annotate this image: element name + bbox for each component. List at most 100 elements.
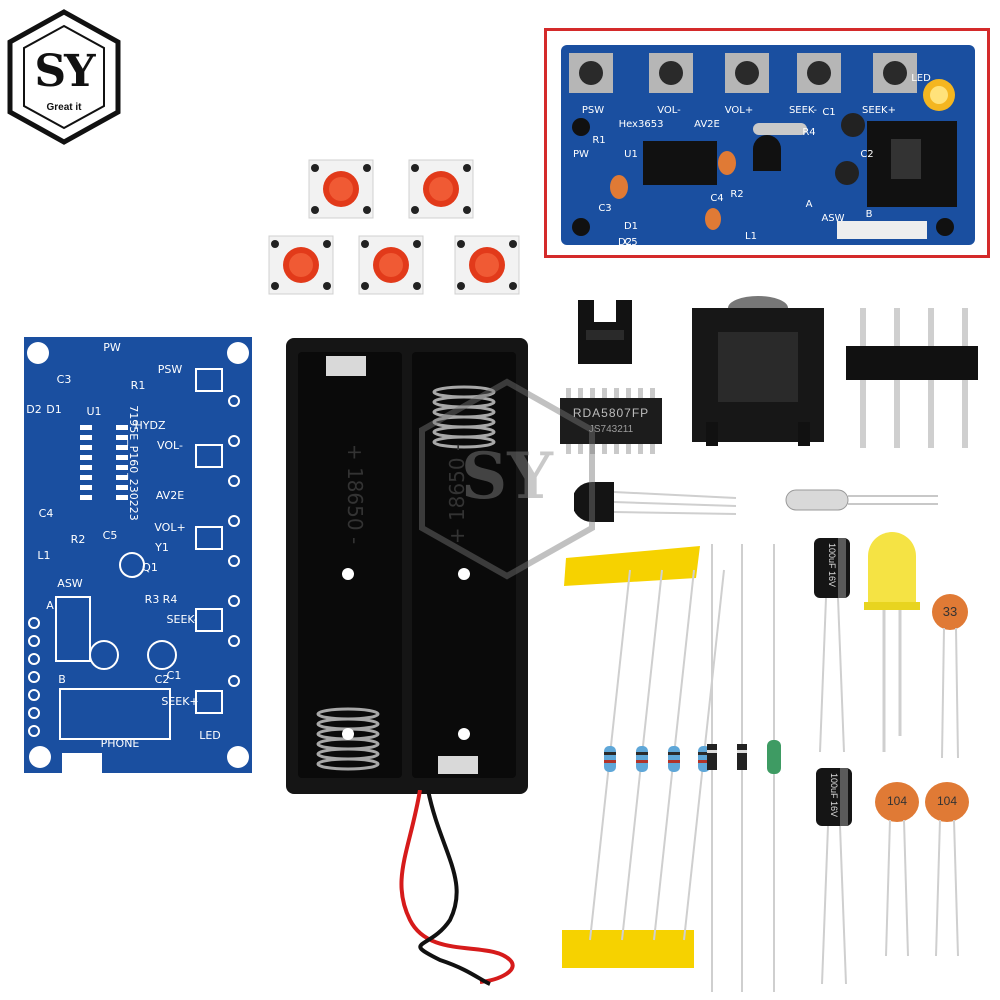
brand-logo: SY Great it (4, 8, 124, 148)
inset-label: C4 (710, 193, 723, 204)
tactile-button-3 (268, 235, 334, 295)
resistors-diodes-inductor (562, 544, 781, 992)
battery-marking-left: + 18650 - (343, 444, 367, 544)
watermark-logo-icon: SY (419, 378, 595, 580)
fm-chip: RDA5807FP JS743211 (556, 386, 666, 456)
ceramic-capacitor-2: 104 (872, 780, 922, 960)
watermark-letters: SY (461, 439, 554, 514)
inset-label: C2 (860, 149, 873, 160)
pcb-board-id: 7195E_P160_230223 (127, 405, 140, 521)
tactile-button-5 (454, 235, 520, 295)
battery-holder: + 18650 - + 18650 - (282, 334, 532, 800)
pcb-label: B (58, 673, 66, 686)
pcb-label: SEEK+ (161, 695, 198, 708)
transistor (574, 482, 737, 522)
inset-label: LED (911, 73, 931, 84)
pcb-label: VOL- (157, 439, 183, 452)
pcb-label: C5 (103, 529, 118, 542)
pcb-label: ASW (57, 577, 83, 590)
inset-button-4 (797, 53, 841, 93)
inset-label: VOL- (657, 105, 681, 116)
inset-label: VOL+ (725, 105, 754, 116)
crystal-oscillator (785, 489, 938, 511)
inset-button-5 (873, 53, 917, 93)
electrolytic-capacitor-1: 100uF 16V (810, 536, 854, 756)
logo-tagline: Great it (46, 102, 82, 113)
inset-label: AV2E (694, 119, 720, 130)
battery-holder-illustration: + 18650 - + 18650 - (286, 338, 528, 794)
inset-label: L1 (745, 231, 757, 242)
hexagon-logo-icon (7, 9, 121, 145)
resistor-3 (668, 746, 680, 772)
diode-2 (737, 744, 747, 770)
pcb-label: C4 (39, 507, 54, 520)
inset-label: C5 (624, 237, 637, 248)
ceramic-capacitor-3: 104 (922, 780, 972, 960)
pcb-label: R1 (131, 379, 146, 392)
logo-letters: SY (34, 46, 95, 97)
cap-2-rating: 100uF 16V (829, 772, 839, 818)
pcb-label: R3 (145, 593, 160, 606)
inset-label: D2 (618, 237, 632, 248)
inset-label: PW (573, 149, 589, 160)
pcb-label: PHONE (101, 737, 140, 750)
inset-label: D1 (624, 221, 638, 232)
pcb-label: PSW (158, 363, 183, 376)
inset-label: C1 (822, 107, 835, 118)
resistor-2 (636, 746, 648, 772)
pcb-label: SEEK- (167, 613, 198, 626)
tactile-button-2 (408, 159, 474, 219)
inset-label: SEEK- (789, 105, 817, 116)
electrolytic-capacitor-2: 100uF 16V (812, 766, 856, 986)
ceramic-3-code: 104 (936, 794, 958, 808)
cap-1-rating: 100uF 16V (827, 542, 837, 588)
pcb-label: C1 (167, 669, 182, 682)
pcb-label: R2 (71, 533, 86, 546)
pcb-label: LED (199, 729, 221, 742)
pcb-label: U1 (86, 405, 101, 418)
pcb-label: D2 (26, 403, 41, 416)
pcb-label: A (46, 599, 54, 612)
inset-label: Hex3653 (619, 119, 664, 130)
pcb-label: L1 (37, 549, 50, 562)
inset-label: SEEK+ (862, 105, 896, 116)
battery-wires (399, 790, 515, 986)
inset-label: B (866, 209, 873, 220)
chip-marking-2: JS743211 (588, 424, 634, 435)
resistor-1 (604, 746, 616, 772)
ceramic-capacitor-1: 33 (930, 592, 970, 762)
tactile-button-1 (308, 159, 374, 219)
inset-label: A (806, 199, 813, 210)
inset-button-3 (725, 53, 769, 93)
inset-label: R1 (592, 135, 605, 146)
ceramic-1-code: 33 (942, 604, 958, 619)
pcb-label: C2 (155, 673, 170, 686)
inset-label: R2 (730, 189, 743, 200)
inset-label: C3 (598, 203, 611, 214)
yellow-led (864, 532, 920, 752)
pcb-label: R4 (163, 593, 178, 606)
pcb-label: Y1 (154, 541, 169, 554)
pcb-label: VOL+ (154, 521, 185, 534)
tactile-button-4 (358, 235, 424, 295)
pcb-label: HYDZ (135, 419, 166, 432)
diode-1 (707, 744, 717, 770)
inset-label: PSW (582, 105, 604, 116)
inductor (767, 740, 781, 774)
headphone-jack (692, 296, 824, 446)
pcb-label: AV2E (156, 489, 184, 502)
pcb-label: PW (103, 341, 121, 354)
pin-header (846, 308, 978, 448)
inset-button-2 (649, 53, 693, 93)
inset-label: ASW (821, 213, 844, 224)
chip-marking-1: RDA5807FP (572, 406, 650, 420)
ceramic-2-code: 104 (886, 794, 908, 808)
pcb-label: Q1 (142, 561, 158, 574)
battery-marking-right: + 18650 - (445, 444, 469, 544)
jumper-cap (578, 300, 632, 364)
